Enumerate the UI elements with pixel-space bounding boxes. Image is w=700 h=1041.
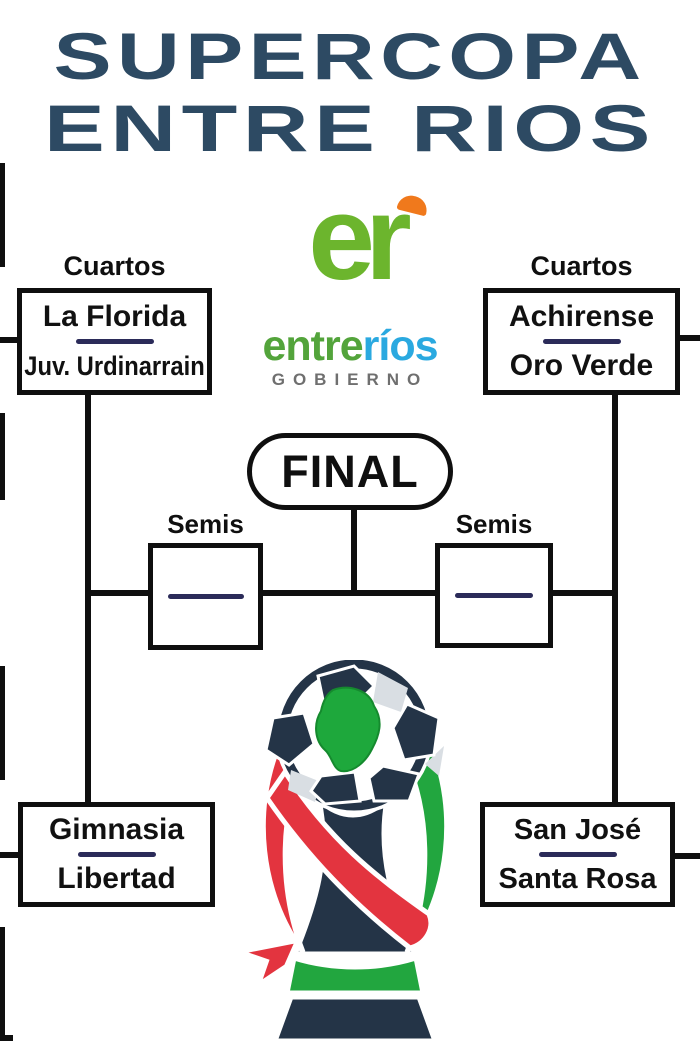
ball-hex-shade [425,746,444,776]
trophy-right-green-limb [401,744,450,954]
ball-hex-shade [373,672,408,712]
logo-tagline: GOBIERNO [271,370,429,389]
connector-stub-top-right [680,335,700,341]
match-box-quarter-bottom-right: San José Santa Rosa [480,802,675,907]
match-box-quarter-top-left: La Florida Juv. Urdinarrain [17,288,212,395]
match-box-semi-right [435,543,553,648]
match-box-semi-left [148,543,263,650]
wordmark-rios: ríos [362,322,439,370]
connector-final-vertical [351,508,357,593]
connector-stub-bottom-left [0,852,18,858]
round-label-semis-left: Semis [167,509,244,539]
match-box-quarter-bottom-left: Gimnasia Libertad [18,802,215,907]
round-label-quarters-left: Cuartos [63,251,166,281]
trophy-green-band [283,954,427,996]
trophy-red-ribbon [263,767,434,951]
connector-horizontal-center [85,590,618,596]
ball-pentagon [264,711,316,767]
bracket-edge-fragment [0,666,5,780]
connector-stub-top-left [0,337,17,343]
team-name: Oro Verde [509,349,654,382]
trophy-base [272,994,438,1041]
bracket-edge-fragment [0,927,5,1035]
bracket-edge-fragment [0,413,5,500]
vs-divider [75,339,154,344]
team-name: Achirense [508,300,655,333]
province-silhouette [315,686,381,773]
connector-vertical-right [612,393,618,804]
ball-pentagon [309,770,362,806]
team-name: Juv. Urdinarrain [24,351,205,381]
final-label: FINAL [281,445,419,497]
connector-vertical-left [85,393,91,804]
ball-pentagon [391,702,441,762]
team-name: Gimnasia [48,813,185,846]
connector-stub-bottom-right [675,853,700,859]
wordmark-entre: entre [262,322,363,370]
round-label-semis-right: Semis [455,509,533,539]
ball-pentagon [367,764,422,803]
entrerios-wordmark: entreríos [0,322,700,371]
team-name: Santa Rosa [498,863,657,895]
team-name: Libertad [57,862,176,895]
vs-divider [542,339,621,344]
trophy-ribbon-tail [233,938,301,989]
match-box-quarter-top-right: Achirense Oro Verde [483,288,680,395]
final-slot: FINAL [247,433,453,510]
team-name: La Florida [42,300,187,333]
team-name: San José [513,814,642,846]
trophy-graphic [233,660,450,1041]
entrerios-logo-monogram: er [308,171,411,305]
bracket-edge-fragment [0,163,5,267]
vs-divider [77,852,156,857]
tournament-title-line1: SUPERCOPA [53,19,647,93]
vs-divider [538,852,617,857]
vs-divider [455,593,533,598]
vs-divider [167,594,244,599]
round-label-quarters-right: Cuartos [530,251,633,281]
tournament-title-line2: ENTRE RIOS [44,91,656,165]
bracket-edge-fragment [0,1035,13,1041]
